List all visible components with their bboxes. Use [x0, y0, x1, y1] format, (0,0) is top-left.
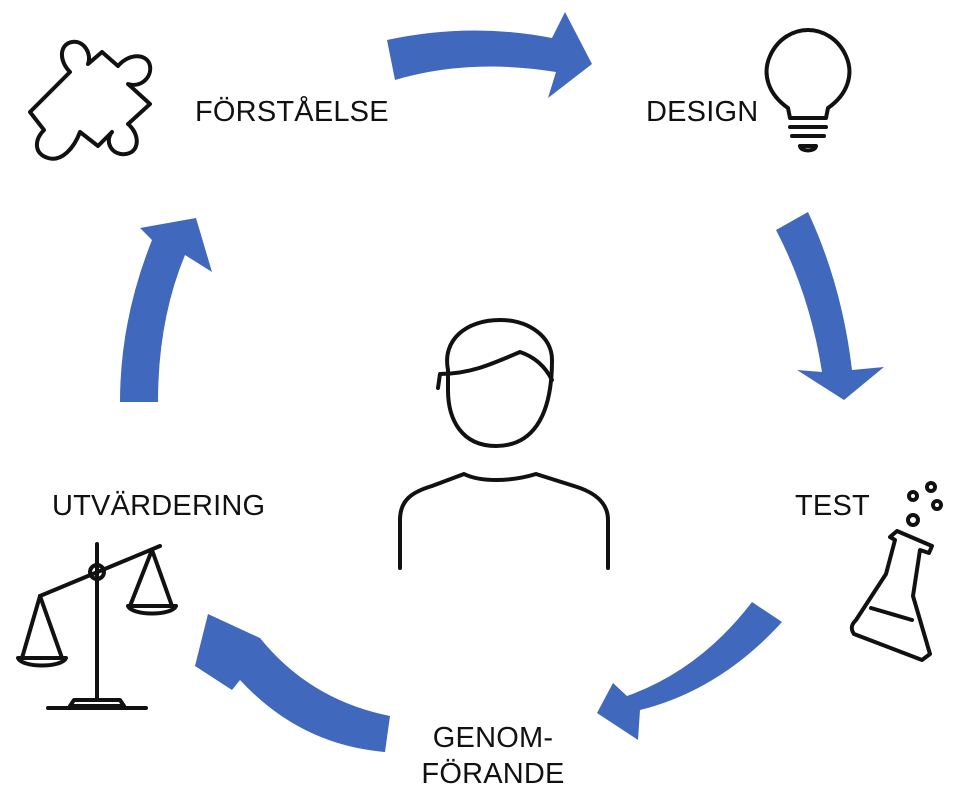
flask-icon	[849, 481, 943, 662]
stage-design-label: DESIGN	[646, 96, 759, 128]
scales-icon	[16, 542, 178, 710]
arrow-test-to-implementation	[597, 602, 782, 740]
light-bulb-icon	[764, 28, 852, 153]
stage-test-label: TEST	[795, 490, 870, 522]
stage-implementation-line2: FÖRANDE	[421, 758, 565, 790]
person-icon	[398, 318, 610, 570]
arrow-design-to-test	[776, 212, 884, 400]
puzzle-piece-icon	[28, 39, 153, 161]
stage-understanding-label: FÖRSTÅELSE	[195, 96, 389, 128]
stage-evaluation-label: UTVÄRDERING	[52, 490, 266, 522]
stage-implementation-label: GENOM- FÖRANDE	[418, 720, 568, 792]
arrow-implementation-to-evaluation	[195, 614, 390, 752]
arrow-evaluation-to-understanding	[120, 218, 212, 402]
arrow-understanding-to-design	[387, 12, 592, 98]
stage-implementation-line1: GENOM-	[432, 722, 554, 754]
